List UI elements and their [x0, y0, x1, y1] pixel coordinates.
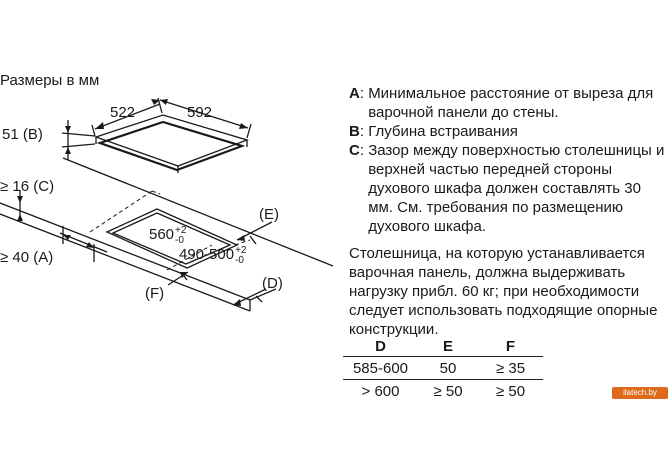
- arrow-icon: [233, 299, 241, 306]
- dim-b-label: 51 (B): [2, 126, 43, 143]
- tol-plus: +2: [235, 245, 247, 256]
- table-header: F: [505, 337, 516, 355]
- table-header: D: [375, 337, 386, 355]
- dim-c-label: ≥ 16 (C): [0, 178, 55, 195]
- legend-text: Зазор между поверхностью столешницы и ве…: [368, 142, 665, 235]
- arrow-icon: [17, 196, 23, 203]
- load-note: Столешница, на которую устанавливается в…: [349, 245, 658, 338]
- table-cell: ≥ 50: [418, 379, 478, 402]
- dim-e-tick: [249, 235, 257, 245]
- legend-text: Глубина встраивания: [368, 123, 518, 140]
- legend-colon: :: [359, 142, 369, 159]
- clearance-table: D E F 585-600 50 ≥ 35 > 600 ≥ 50 ≥ 50: [343, 336, 543, 402]
- cutout-width-tolerance: +2-0: [175, 226, 186, 246]
- tol-minus: -0: [235, 255, 244, 266]
- table-header-row: D E F: [343, 336, 543, 357]
- arrow-icon: [65, 147, 71, 154]
- cutout-width-value: 560: [149, 226, 175, 243]
- diagram-title: Размеры в мм: [0, 72, 100, 89]
- dim-522-line: [94, 103, 161, 130]
- dim-522-ext-a: [91, 124, 96, 137]
- arrow-icon: [65, 126, 71, 133]
- dim-b-lower: [61, 143, 96, 148]
- dim-f-label: (F): [145, 285, 165, 302]
- tol-minus: -0: [175, 235, 184, 246]
- cutout-depth-label: 490-500+2-0: [179, 246, 246, 266]
- legend-key: A: [349, 85, 360, 102]
- dim-a-label: ≥ 40 (A): [0, 249, 54, 266]
- arrow-icon: [63, 235, 71, 240]
- tol-plus: +2: [175, 225, 187, 236]
- table-cell: 585-600: [343, 356, 418, 380]
- cutout-outer: [105, 208, 239, 269]
- legend-item-c: C: Зазор между поверхностью столешницы и…: [349, 141, 667, 236]
- cutout-depth-tolerance: +2-0: [235, 246, 246, 266]
- arrow-icon: [17, 214, 23, 221]
- table-header: E: [442, 337, 453, 355]
- legend: A: Минимальное расстояние от выреза для …: [349, 84, 667, 236]
- arrow-icon: [180, 272, 188, 278]
- arrow-icon: [237, 235, 245, 241]
- arrow-icon: [239, 123, 248, 129]
- dim-d-label: (D): [262, 275, 283, 292]
- arrow-icon: [151, 99, 160, 105]
- table-cell: > 600: [343, 379, 418, 402]
- legend-colon: :: [359, 123, 369, 140]
- worktop-back-edge: [62, 157, 334, 267]
- cooktop-top: [96, 120, 246, 172]
- legend-colon: :: [359, 85, 369, 102]
- arrow-icon: [95, 122, 104, 129]
- table-cell: 50: [418, 356, 478, 380]
- legend-text: Минимальное расстояние от выреза для вар…: [368, 85, 654, 121]
- dim-592-ext: [246, 123, 252, 139]
- dim-522-label: 522: [110, 104, 136, 121]
- table-row: > 600 ≥ 50 ≥ 50: [343, 379, 543, 402]
- watermark: ilatech.by: [612, 387, 668, 399]
- dim-592-label: 592: [187, 104, 213, 121]
- dim-b-upper: [61, 132, 96, 137]
- arrow-icon: [86, 242, 94, 248]
- legend-key: B: [349, 123, 360, 140]
- dim-592-line: [159, 99, 249, 129]
- cutout-depth-value: 490-500: [179, 246, 235, 263]
- legend-key: C: [349, 142, 360, 159]
- legend-item-b: B: Глубина встраивания: [349, 122, 667, 141]
- cutout-width-label: 560+2-0: [149, 226, 186, 246]
- dim-e-label: (E): [259, 206, 279, 223]
- legend-item-a: A: Минимальное расстояние от выреза для …: [349, 84, 667, 122]
- table-cell: ≥ 50: [478, 379, 543, 402]
- dim-d-tick: [255, 295, 263, 303]
- table-cell: ≥ 35: [478, 356, 543, 380]
- worktop-front-edge-top: [0, 202, 251, 301]
- worktop-tail: [249, 288, 277, 301]
- cutout-inner: [111, 212, 232, 265]
- arrow-icon: [160, 99, 168, 105]
- installation-diagram: [0, 97, 334, 312]
- worktop-front-edge-bottom: [0, 213, 251, 312]
- table-row: 585-600 50 ≥ 35: [343, 356, 543, 380]
